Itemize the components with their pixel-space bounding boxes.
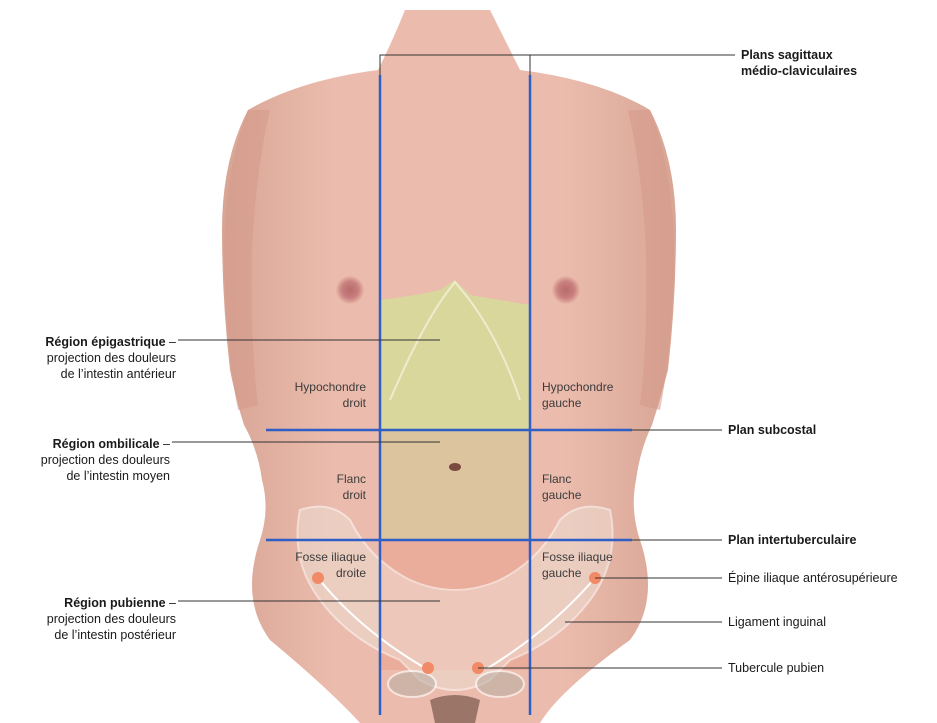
right-obturator [388,671,436,697]
umbilical-line2: de l’intestin moyen [66,469,170,483]
asis-label: Épine iliaque antérosupérieure [728,570,898,586]
epigastric-line2: de l’intestin antérieur [61,367,176,381]
umbilicus [449,463,461,471]
hypochondre-droit-label: Hypochondre droit [266,379,366,411]
umbilical-line1: projection des douleurs [41,453,170,467]
flanc-gauche-line1: Flanc [542,472,571,486]
hypochondre-gauche-line2: gauche [542,396,581,410]
pubic-tubercle-label: Tubercule pubien [728,660,824,676]
subcostal-plane-label: Plan subcostal [728,422,816,438]
epigastric-region [380,280,530,430]
sagittal-planes-label: Plans sagittaux médio-claviculaires [741,47,857,79]
sagittal-line1: Plans sagittaux [741,48,833,62]
epigastric-label: Région épigastrique – projection des dou… [0,334,176,382]
pubic-title: Région pubienne [64,596,165,610]
pubic-label: Région pubienne – projection des douleur… [0,595,176,643]
left-obturator [476,671,524,697]
pubic-line1: projection des douleurs [47,612,176,626]
sagittal-line2: médio-claviculaires [741,64,857,78]
epigastric-line1: projection des douleurs [47,351,176,365]
hypochondre-droit-line2: droit [343,396,366,410]
umbilical-region [380,430,530,540]
flanc-droit-label: Flanc droit [266,471,366,503]
pubic-line2: de l’intestin postérieur [54,628,176,642]
inguinal-ligament-label: Ligament inguinal [728,614,826,630]
epigastric-title: Région épigastrique [45,335,165,349]
flanc-droit-line1: Flanc [337,472,366,486]
hypochondre-gauche-line1: Hypochondre [542,380,613,394]
pubic-hair [430,695,480,723]
hypochondre-droit-line1: Hypochondre [295,380,366,394]
fosse-droite-label: Fosse iliaque droite [266,549,366,581]
hypochondre-gauche-label: Hypochondre gauche [542,379,613,411]
right-nipple [336,276,364,304]
pubic-tubercle-right-point [422,662,434,674]
fosse-gauche-label: Fosse iliaque gauche [542,549,613,581]
umbilical-label: Région ombilicale – projection des doule… [0,436,170,484]
fosse-gauche-line1: Fosse iliaque [542,550,613,564]
fosse-gauche-line2: gauche [542,566,581,580]
flanc-gauche-line2: gauche [542,488,581,502]
intertubercular-plane-label: Plan intertuberculaire [728,532,857,548]
left-nipple [552,276,580,304]
umbilical-title: Région ombilicale [53,437,160,451]
fosse-droite-line2: droite [336,566,366,580]
flanc-gauche-label: Flanc gauche [542,471,581,503]
fosse-droite-line1: Fosse iliaque [295,550,366,564]
flanc-droit-line2: droit [343,488,366,502]
